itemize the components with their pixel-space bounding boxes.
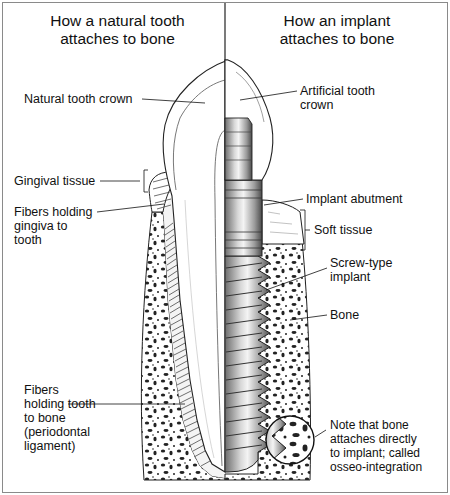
soft-tissue-shading (268, 212, 298, 234)
part-label: Artificial tooth crown (300, 84, 395, 112)
soft-tissue-right (262, 200, 304, 244)
part-label: Implant abutment (306, 192, 426, 206)
abutment-top-lines (225, 132, 252, 160)
screw-threads (226, 263, 262, 450)
abutment-top (225, 118, 252, 180)
enamel-line (173, 80, 225, 190)
part-label: Fibers holding gingiva to tooth (14, 205, 96, 247)
part-label: Gingival tissue (14, 174, 104, 188)
divider-line (224, 3, 225, 64)
panel-heading: How an implant attaches to bone (262, 12, 412, 48)
part-label: Natural tooth crown (24, 92, 142, 106)
part-label: Bone (330, 308, 390, 322)
magnifier-circle (266, 416, 314, 464)
natural-tooth (163, 60, 228, 472)
part-label: Fibers holding tooth to bone (periodonta… (24, 383, 96, 453)
magnifier-content (260, 412, 316, 472)
leader-lines (68, 91, 327, 437)
artificial-crown (225, 60, 273, 180)
abutment-bands (225, 190, 262, 248)
note-label: Note that bone attaches directly to impl… (330, 418, 428, 474)
panel-heading: How a natural tooth attaches to bone (30, 12, 205, 48)
screw-implant (225, 256, 270, 472)
implant-abutment (225, 180, 262, 256)
pulp-canal (215, 130, 225, 466)
frame (3, 3, 448, 493)
root-shading (185, 200, 214, 458)
part-label: Screw-type implant (330, 256, 420, 284)
part-label: Soft tissue (314, 223, 404, 237)
